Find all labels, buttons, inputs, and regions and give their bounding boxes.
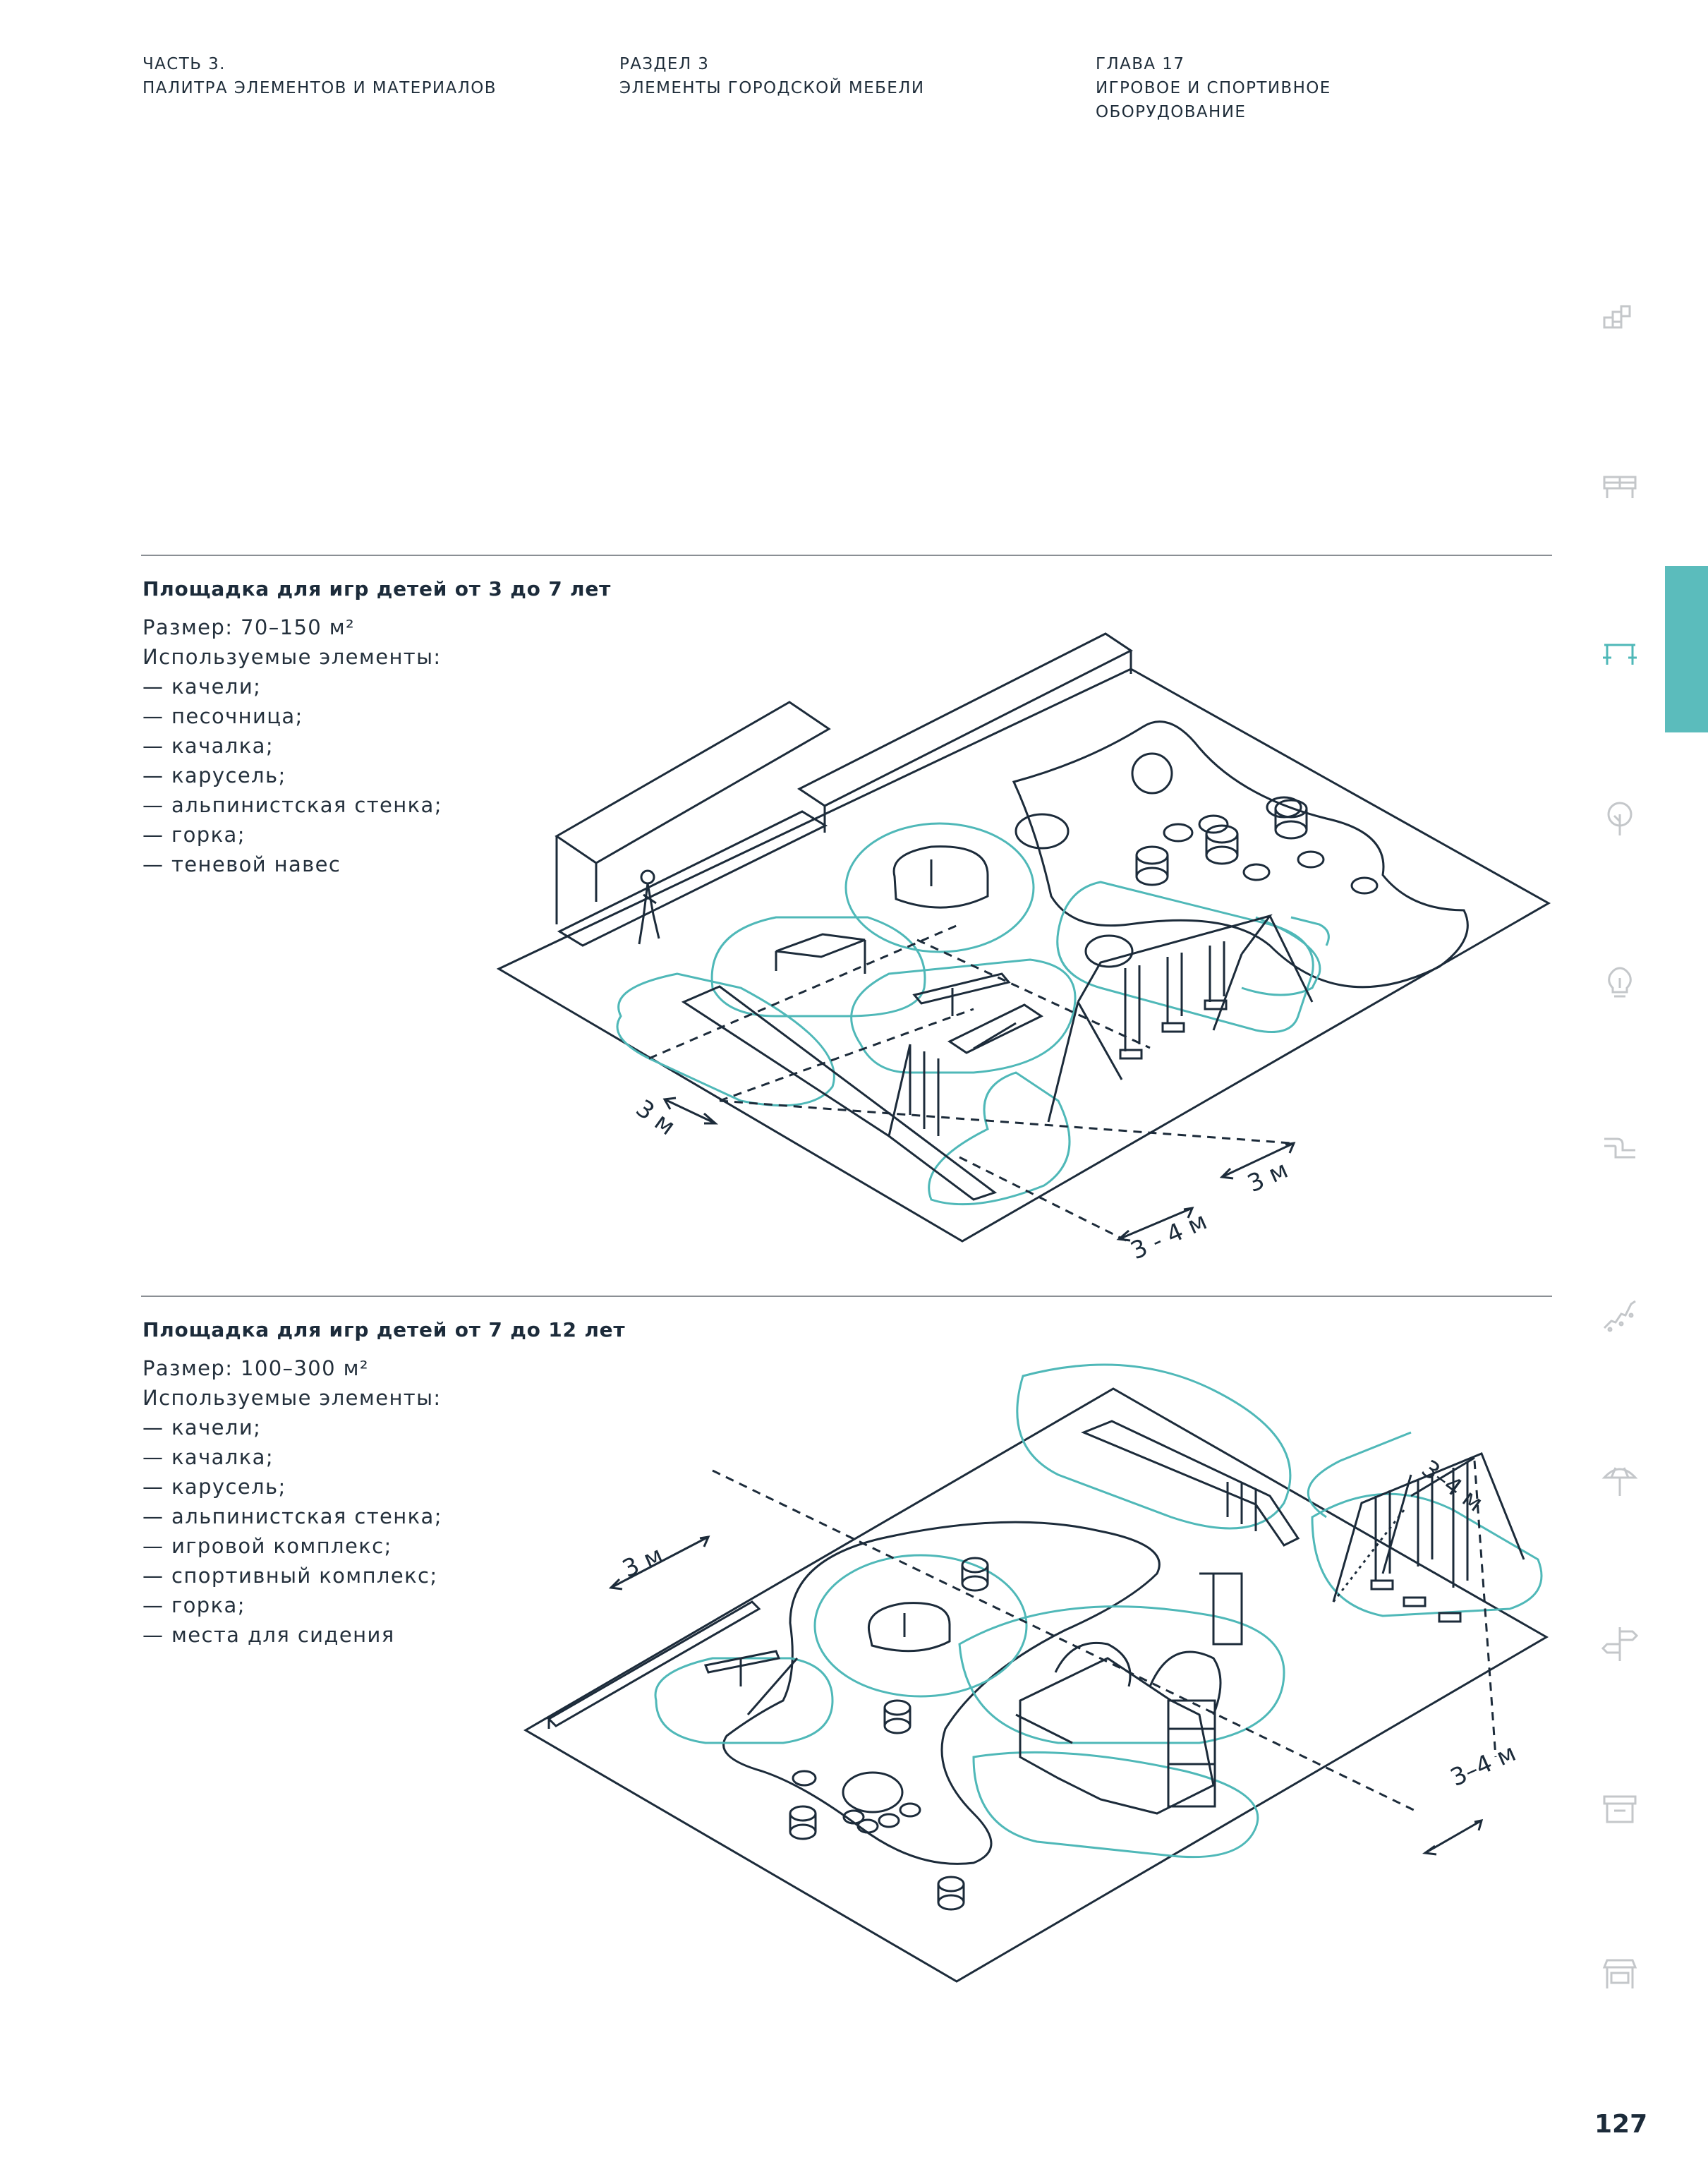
list-item: — качели; bbox=[143, 675, 262, 699]
pipe-icon[interactable] bbox=[1600, 1129, 1640, 1169]
section-title: Площадка для игр детей от 3 до 7 лет bbox=[143, 577, 612, 600]
table-icon[interactable] bbox=[1600, 634, 1640, 673]
playground-illustration-3-7 bbox=[496, 632, 1551, 1243]
list-item: — качели; bbox=[143, 1416, 262, 1439]
list-item: — места для сидения bbox=[143, 1623, 395, 1647]
steps-icon[interactable] bbox=[1600, 1294, 1640, 1334]
list-item: — карусель; bbox=[143, 763, 286, 787]
list-item: — качалка; bbox=[143, 1445, 274, 1469]
stall-icon[interactable] bbox=[1600, 1955, 1640, 1994]
list-item: — теневой навес bbox=[143, 852, 341, 876]
header-part: ЧАСТЬ 3. ПАЛИТРА ЭЛЕМЕНТОВ И МАТЕРИАЛОВ bbox=[143, 55, 497, 97]
section-description: Размер: 100–300 м² Используемые элементы… bbox=[143, 1353, 442, 1650]
section-title: Площадка для игр детей от 7 до 12 лет bbox=[143, 1318, 626, 1341]
list-item: — спортивный комплекс; bbox=[143, 1564, 438, 1588]
section-description: Размер: 70–150 м² Используемые элементы:… bbox=[143, 612, 442, 879]
list-item: — альпинистская стенка; bbox=[143, 1504, 442, 1528]
section-divider bbox=[141, 555, 1552, 556]
list-item: — горка; bbox=[143, 1593, 246, 1617]
signpost-icon[interactable] bbox=[1600, 1624, 1640, 1664]
umbrella-icon[interactable] bbox=[1600, 1459, 1640, 1499]
list-item: — игровой комплекс; bbox=[143, 1534, 392, 1558]
list-item: — карусель; bbox=[143, 1475, 286, 1499]
lightbulb-icon[interactable] bbox=[1600, 964, 1640, 1003]
elements-label: Используемые элементы: bbox=[143, 1386, 442, 1410]
list-item: — песочница; bbox=[143, 704, 303, 728]
size-text: Размер: 100–300 м² bbox=[143, 1356, 369, 1380]
kiosk-icon[interactable] bbox=[1600, 1789, 1640, 1829]
blocks-icon[interactable] bbox=[1600, 302, 1640, 342]
size-text: Размер: 70–150 м² bbox=[143, 615, 356, 639]
page-number: 127 bbox=[1594, 2110, 1648, 2139]
header-chapter: ГЛАВА 17 ИГРОВОЕ И СПОРТИВНОЕ ОБОРУДОВАН… bbox=[1096, 55, 1331, 121]
list-item: — качалка; bbox=[143, 734, 274, 758]
tree-icon[interactable] bbox=[1600, 799, 1640, 838]
section-divider bbox=[141, 1296, 1552, 1297]
header-section: РАЗДЕЛ 3 ЭЛЕМЕНТЫ ГОРОДСКОЙ МЕБЕЛИ bbox=[619, 55, 925, 97]
bench-icon[interactable] bbox=[1600, 467, 1640, 507]
elements-label: Используемые элементы: bbox=[143, 645, 442, 669]
list-item: — горка; bbox=[143, 823, 246, 847]
active-chapter-tab[interactable] bbox=[1665, 566, 1708, 732]
list-item: — альпинистская стенка; bbox=[143, 793, 442, 817]
playground-illustration-7-12 bbox=[523, 1363, 1549, 1983]
